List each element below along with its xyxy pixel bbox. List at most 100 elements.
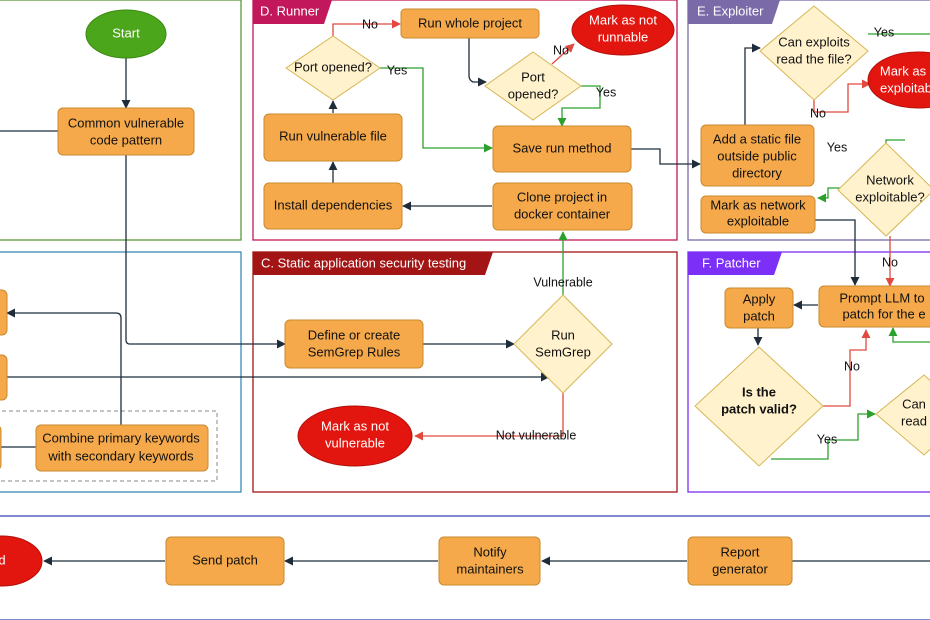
- edge-label-no-patch-valid: No: [844, 359, 860, 373]
- run-semgrep-line1: Run: [551, 327, 575, 342]
- tab-sast-label: C. Static application security testing: [261, 255, 466, 270]
- common-pattern-line2: code pattern: [90, 132, 162, 147]
- is-patch-valid-line1: Is the: [742, 384, 776, 399]
- edge-label-yes-patch-valid: Yes: [817, 432, 837, 446]
- port-opened-1-label: Port opened?: [294, 59, 372, 74]
- edge-label-no-port1: No: [362, 17, 378, 31]
- clone-project-line1: Clone project in: [517, 189, 607, 204]
- install-dependencies-label: Install dependencies: [274, 197, 393, 212]
- clone-project-line2: docker container: [514, 206, 611, 221]
- combine-keywords-line1: Combine primary keywords: [42, 430, 200, 445]
- panel-a: [0, 0, 242, 241]
- add-static-file-line1: Add a static file: [713, 131, 801, 146]
- tab-runner-label: D. Runner: [260, 3, 320, 18]
- apply-patch-line2: patch: [743, 308, 775, 323]
- combine-keywords-node: [35, 424, 209, 472]
- mark-exploitable-line2: exploitab: [880, 80, 930, 95]
- port-opened-2-decision: [484, 51, 582, 121]
- edge-label-vulnerable: Vulnerable: [533, 275, 592, 289]
- tab-runner: [253, 0, 332, 24]
- tab-sast: [253, 252, 493, 275]
- panel-d: [252, 0, 678, 241]
- tab-patcher: [688, 252, 782, 275]
- panel-b: [0, 251, 242, 493]
- prompt-llm-line1: Prompt LLM to: [839, 290, 924, 305]
- tab-patcher-label: F. Patcher: [702, 255, 761, 270]
- define-rules-node: [284, 319, 424, 369]
- add-static-file-line2: outside public: [717, 148, 797, 163]
- partial-node-1: [0, 289, 8, 336]
- start-node: [85, 9, 167, 59]
- can-read-line2: read: [901, 413, 927, 428]
- apply-patch-node: [724, 287, 794, 329]
- notify-maintainers-node: [438, 536, 541, 586]
- prompt-llm-line2: patch for the e: [842, 306, 925, 321]
- start-node-label: Start: [112, 25, 140, 40]
- can-exploits-read-line2: read the file?: [776, 51, 851, 66]
- run-whole-project-node: [400, 8, 540, 39]
- mark-not-vulnerable-node: [297, 405, 413, 467]
- run-semgrep-decision: [513, 294, 613, 394]
- port-opened-1-decision: [285, 35, 381, 101]
- mark-not-runnable-line1: Mark as not: [589, 12, 657, 27]
- tab-exploiter-label: E. Exploiter: [697, 3, 764, 18]
- combine-keywords-line2: with secondary keywords: [47, 448, 194, 463]
- end-node-label: d: [0, 552, 6, 567]
- edge-label-not-vulnerable: Not vulnerable: [496, 428, 577, 442]
- edge-label-yes-network: Yes: [827, 140, 847, 154]
- clone-project-node: [492, 182, 633, 231]
- report-generator-line2: generator: [712, 561, 768, 576]
- mark-not-vulnerable-line1: Mark as not: [321, 418, 389, 433]
- end-node: [0, 535, 43, 587]
- edge-label-no-can-exploits: No: [810, 106, 826, 120]
- panel-e: [687, 0, 930, 241]
- can-read-line1: Can: [902, 396, 926, 411]
- install-dependencies-node: [263, 182, 403, 230]
- common-pattern-node: [57, 107, 195, 156]
- mark-not-runnable-node: [571, 4, 675, 56]
- partial-node-2: [0, 354, 8, 401]
- tab-exploiter: [688, 0, 780, 24]
- run-semgrep-line2: SemGrep: [535, 344, 591, 359]
- port-opened-2-line2: opened?: [508, 86, 559, 101]
- edge-label-yes-can-exploits: Yes: [874, 25, 894, 39]
- is-patch-valid-line2: patch valid?: [721, 401, 797, 416]
- send-patch-node: [165, 536, 285, 586]
- edge-label-no-port2: No: [553, 43, 569, 57]
- define-rules-line2: SemGrep Rules: [308, 344, 401, 359]
- run-vulnerable-file-node: [263, 113, 403, 162]
- notify-maintainers-line1: Notify: [473, 544, 507, 559]
- common-pattern-line1: Common vulnerable: [68, 115, 184, 130]
- add-static-file-node: [700, 124, 815, 187]
- edge-label-no-network: No: [882, 255, 898, 269]
- network-exploitable-line2: exploitable?: [855, 189, 924, 204]
- mark-network-exploitable-line1: Mark as network: [710, 197, 806, 212]
- can-exploits-read-decision: [759, 5, 869, 101]
- prompt-llm-node: [818, 285, 930, 328]
- panel-f: [687, 251, 930, 493]
- mark-network-exploitable-line2: exploitable: [727, 213, 789, 228]
- report-generator-node: [687, 536, 793, 586]
- network-exploitable-decision: [837, 142, 930, 237]
- mark-not-runnable-line2: runnable: [598, 29, 649, 44]
- send-patch-label: Send patch: [192, 552, 258, 567]
- run-vulnerable-file-label: Run vulnerable file: [279, 128, 387, 143]
- port-opened-2-line1: Port: [521, 69, 545, 84]
- partial-node-3: [0, 426, 2, 469]
- edge-label-yes-port1: Yes: [387, 63, 407, 77]
- report-generator-line1: Report: [720, 544, 759, 559]
- define-rules-line1: Define or create: [308, 327, 401, 342]
- mark-not-vulnerable-line2: vulnerable: [325, 435, 385, 450]
- add-static-file-line3: directory: [732, 165, 782, 180]
- mark-exploitable-line1: Mark as: [880, 63, 927, 78]
- can-read-decision: [875, 374, 930, 456]
- save-run-method-label: Save run method: [512, 140, 611, 155]
- apply-patch-line1: Apply: [743, 291, 776, 306]
- keyword-group: [0, 410, 218, 482]
- panel-bottom: [0, 515, 930, 620]
- save-run-method-node: [492, 125, 632, 173]
- mark-exploitable-node: [867, 51, 930, 109]
- is-patch-valid-decision: [694, 346, 824, 467]
- notify-maintainers-line2: maintainers: [456, 561, 524, 576]
